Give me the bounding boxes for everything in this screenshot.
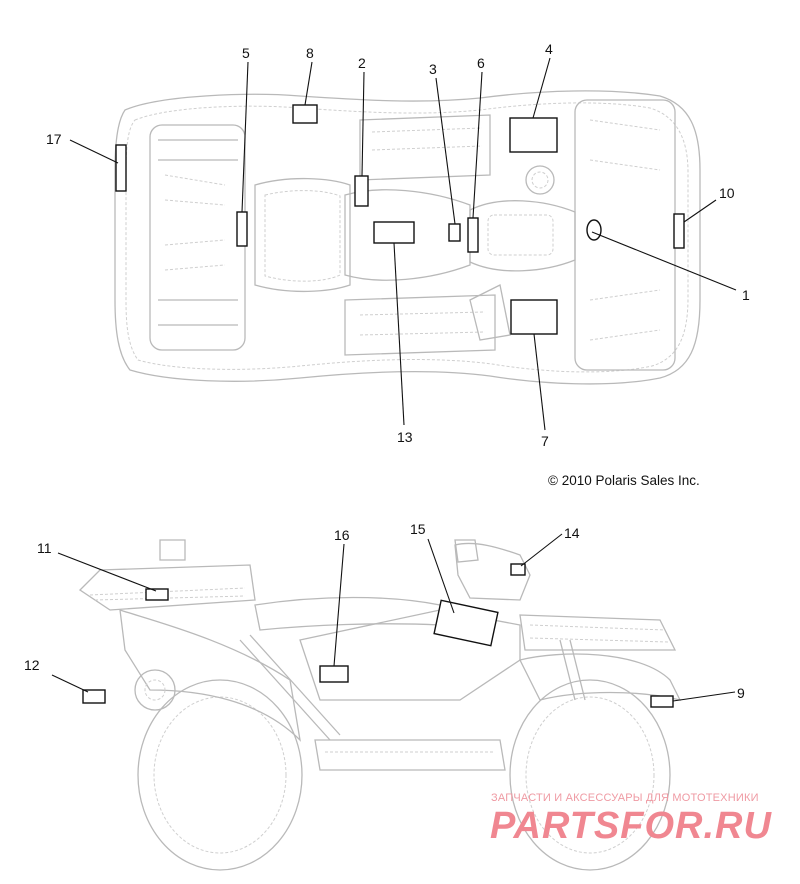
decal-16 [319, 665, 349, 683]
callout-3: 3 [429, 61, 437, 77]
callout-7: 7 [541, 433, 549, 449]
callout-10: 10 [719, 185, 735, 201]
decal-13 [373, 221, 415, 244]
decal-5 [236, 211, 248, 247]
top-view-decals [115, 104, 685, 335]
callout-6: 6 [477, 55, 485, 71]
callout-17: 17 [46, 131, 62, 147]
watermark-tagline: ЗАПЧАСТИ И АКСЕССУАРЫ ДЛЯ МОТОТЕХНИКИ [491, 792, 759, 804]
callout-1: 1 [742, 287, 750, 303]
watermark-brand: PARTSFOR.RU [490, 805, 772, 847]
decal-17 [115, 144, 127, 192]
top-view-leaders [69, 57, 737, 431]
callout-13: 13 [397, 429, 413, 445]
top-view-callouts: 1 2 3 4 5 6 7 8 10 13 17 [46, 41, 750, 449]
decal-9 [650, 695, 674, 708]
callout-2: 2 [358, 55, 366, 71]
decal-12 [82, 689, 106, 704]
callout-9: 9 [737, 685, 745, 701]
copyright-text: © 2010 Polaris Sales Inc. [548, 473, 700, 488]
decal-10 [673, 213, 685, 249]
watermark: ЗАПЧАСТИ И АКСЕССУАРЫ ДЛЯ МОТОТЕХНИКИ PA… [490, 792, 772, 847]
side-view-callouts: 9 11 12 14 15 16 [24, 521, 745, 701]
decal-7 [510, 299, 558, 335]
decal-3 [448, 223, 461, 242]
decal-11 [145, 588, 169, 601]
side-view-decals [82, 563, 674, 708]
decal-6 [467, 217, 479, 253]
decal-1 [586, 219, 602, 241]
decal-14 [510, 563, 526, 576]
callout-4: 4 [545, 41, 553, 57]
callout-16: 16 [334, 527, 350, 543]
callout-11: 11 [37, 540, 52, 556]
decal-4 [509, 117, 558, 153]
callout-14: 14 [564, 525, 580, 541]
decal-8 [292, 104, 318, 124]
callout-8: 8 [306, 45, 314, 61]
callout-12: 12 [24, 657, 40, 673]
side-view-leaders [51, 533, 736, 702]
decal-15 [433, 599, 499, 647]
callout-15: 15 [410, 521, 426, 537]
callout-5: 5 [242, 45, 250, 61]
decal-2 [354, 175, 369, 207]
